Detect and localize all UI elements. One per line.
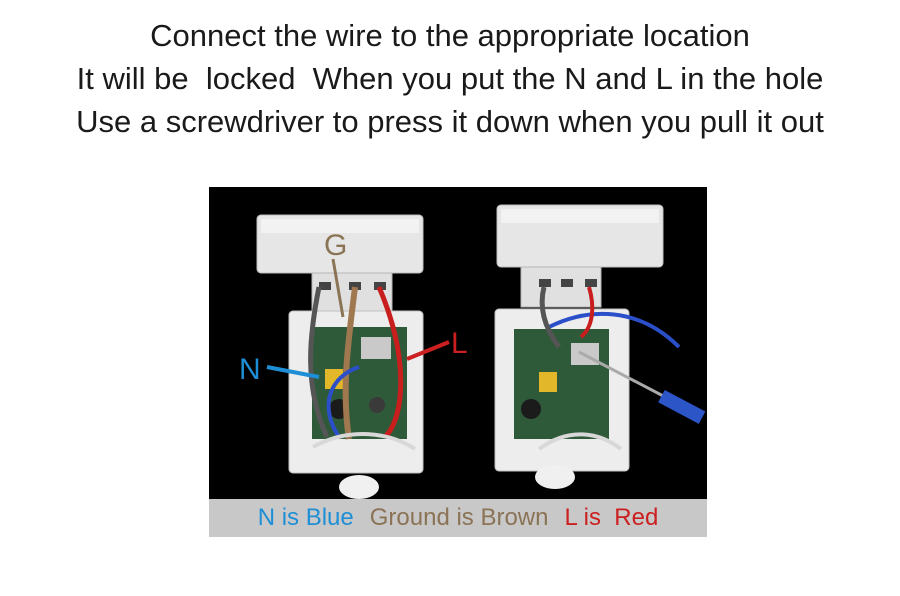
left-device: [256, 214, 424, 499]
neutral-label: N: [239, 353, 261, 386]
live-label: L: [451, 327, 468, 360]
wiring-photo: G N L: [209, 187, 707, 499]
legend-neutral: N is Blue: [257, 504, 354, 531]
right-device: [494, 204, 706, 489]
live-pointer: [406, 340, 450, 361]
instruction-line-1: Connect the wire to the appropriate loca…: [150, 18, 750, 53]
neutral-pointer: [266, 365, 320, 379]
legend-ground: Ground is Brown: [369, 504, 549, 531]
ground-pointer: [331, 258, 345, 318]
ground-label: G: [324, 229, 347, 262]
wire-color-legend: N is Blue Ground is Brown L is Red: [209, 499, 707, 537]
instruction-line-3: Use a screwdriver to press it down when …: [76, 104, 824, 139]
instruction-line-2: It will be locked When you put the N and…: [76, 61, 824, 96]
legend-live: L is Red: [564, 504, 659, 531]
wiring-photo-illustration: G N L: [239, 204, 706, 499]
instructions: Connect the wire to the appropriate loca…: [0, 14, 900, 143]
